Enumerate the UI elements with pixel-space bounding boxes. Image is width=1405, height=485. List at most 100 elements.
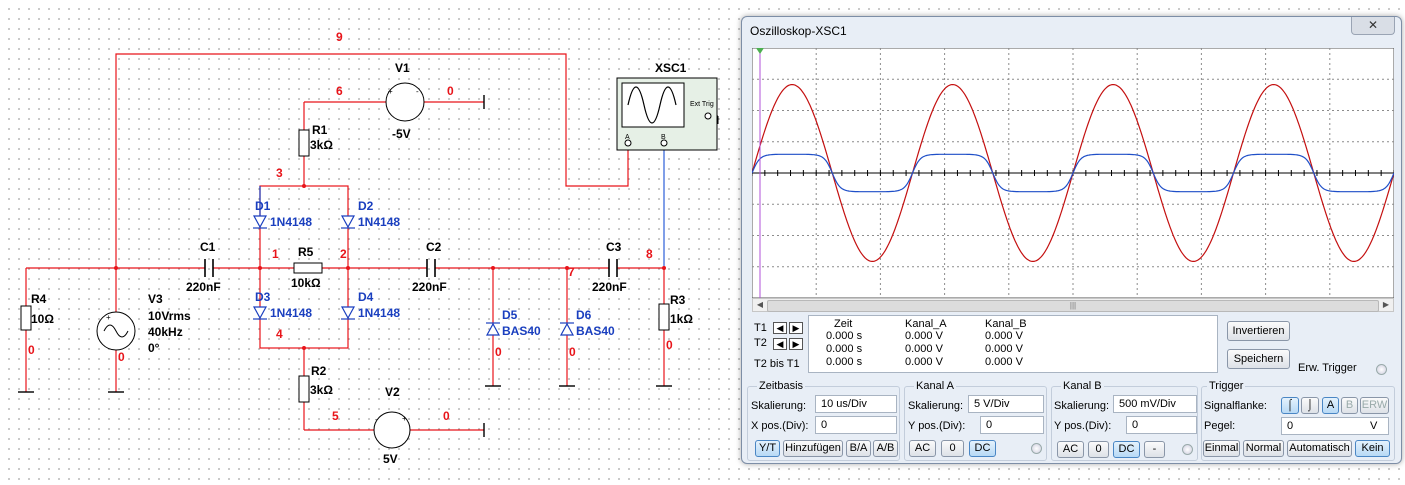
- trigger-level-unit: V: [1370, 420, 1378, 432]
- row3-kanal-a: 0.000 V: [905, 356, 943, 368]
- svg-text:A: A: [625, 134, 630, 141]
- xsc1-instrument-icon[interactable]: [616, 77, 718, 151]
- trigger-source-a-button[interactable]: A: [1322, 397, 1339, 414]
- r1-label: R1: [312, 123, 328, 137]
- scroll-thumb[interactable]: |||: [767, 300, 1379, 312]
- trigger-level-input[interactable]: 0: [1281, 417, 1389, 435]
- r2-label: R2: [311, 364, 327, 378]
- d3-label: D3: [255, 290, 271, 304]
- net-0-v3: 0: [118, 350, 125, 364]
- net-5: 5: [332, 409, 339, 423]
- channel-b-ypos-input[interactable]: 0: [1126, 416, 1197, 434]
- v2-label: V2: [385, 385, 400, 399]
- close-icon[interactable]: ✕: [1351, 17, 1395, 35]
- invert-button[interactable]: Invertieren: [1227, 321, 1290, 341]
- r2-value: 3kΩ: [310, 383, 333, 397]
- scroll-left-icon[interactable]: ◀: [756, 300, 764, 309]
- net-0-v2: 0: [443, 409, 450, 423]
- v1-label: V1: [395, 61, 410, 75]
- net-0-d5: 0: [495, 345, 502, 359]
- scope-grid: [752, 48, 1394, 298]
- channel-a-ac-button[interactable]: AC: [909, 440, 936, 457]
- timebase-scale-input[interactable]: 10 us/Div: [815, 395, 897, 413]
- xpos-input[interactable]: 0: [815, 416, 897, 434]
- falling-edge-icon[interactable]: ⌡: [1301, 397, 1319, 414]
- ext-trigger-radio[interactable]: [1376, 364, 1387, 375]
- svg-text:+: +: [402, 414, 407, 423]
- trigger-title: Trigger: [1207, 380, 1246, 392]
- channel-b-scale-label: Skalierung:: [1054, 400, 1110, 412]
- svg-text:+: +: [388, 87, 393, 96]
- v3-label: V3: [148, 292, 163, 306]
- cursor-readout-table: Zeit Kanal_A Kanal_B 0.000 s 0.000 V 0.0…: [808, 315, 1218, 373]
- d3-value: 1N4148: [270, 306, 312, 320]
- d2-label: D2: [358, 199, 374, 213]
- r1-value: 3kΩ: [310, 138, 333, 152]
- yt-button[interactable]: Y/T: [755, 440, 780, 457]
- rising-edge-icon[interactable]: ⌠: [1281, 397, 1299, 414]
- header-kanal-a: Kanal_A: [905, 318, 947, 330]
- channel-a-dc-button[interactable]: DC: [969, 440, 996, 457]
- channel-b-ac-button[interactable]: AC: [1057, 441, 1084, 458]
- scope-screen[interactable]: [752, 48, 1394, 298]
- scroll-right-icon[interactable]: ▶: [1382, 300, 1390, 309]
- net-7: 7: [568, 265, 575, 279]
- channel-b-zero-button[interactable]: 0: [1088, 441, 1109, 458]
- trigger-none-button[interactable]: Kein: [1355, 440, 1390, 457]
- row1-zeit: 0.000 s: [826, 330, 863, 342]
- c3-value: 220nF: [592, 280, 627, 294]
- r5-value: 10kΩ: [291, 276, 321, 290]
- oscilloscope-window[interactable]: Oszilloskop-XSC1 ✕ ◀ ||| ▶ T1 T2 T2 bis …: [741, 16, 1402, 464]
- t2-label: T2: [754, 337, 767, 349]
- channel-a-zero-button[interactable]: 0: [941, 440, 964, 457]
- r3-label: R3: [670, 293, 686, 307]
- r5-label: R5: [298, 245, 314, 259]
- net-0-r3: 0: [666, 338, 673, 352]
- trigger-auto-button[interactable]: Automatisch: [1287, 440, 1352, 457]
- trigger-normal-button[interactable]: Normal: [1243, 440, 1284, 457]
- horizontal-scrollbar[interactable]: ◀ ||| ▶: [752, 298, 1394, 312]
- header-kanal-b: Kanal_B: [985, 318, 1027, 330]
- t1-left-icon[interactable]: ◀: [773, 322, 787, 334]
- net-0-r4: 0: [28, 343, 35, 357]
- channel-a-title: Kanal A: [914, 380, 956, 392]
- channel-a-ypos-input[interactable]: 0: [980, 416, 1044, 434]
- channel-a-scale-label: Skalierung:: [908, 400, 964, 412]
- trigger-single-button[interactable]: Einmal: [1203, 440, 1240, 457]
- net-1: 1: [272, 247, 279, 261]
- row2-kanal-b: 0.000 V: [985, 343, 1023, 355]
- channel-b-minus-button[interactable]: -: [1144, 441, 1165, 458]
- channel-b-dc-button[interactable]: DC: [1113, 441, 1140, 458]
- channel-a-radio[interactable]: [1031, 443, 1042, 454]
- xpos-label: X pos.(Div):: [751, 420, 809, 432]
- trigger-source-b-button[interactable]: B: [1341, 397, 1358, 414]
- save-button[interactable]: Speichern: [1227, 349, 1290, 369]
- svg-text:+: +: [106, 313, 111, 322]
- add-button[interactable]: Hinzufügen: [783, 440, 843, 457]
- channel-a-scale-input[interactable]: 5 V/Div: [968, 395, 1044, 413]
- trigger-edge-label: Signalflanke:: [1204, 400, 1267, 412]
- v3-frequency: 40kHz: [148, 325, 183, 339]
- ab-button[interactable]: A/B: [873, 440, 898, 457]
- d6-label: D6: [576, 308, 592, 322]
- net-0-v1: 0: [447, 84, 454, 98]
- wires: [25, 53, 665, 431]
- cursor-handle-icon[interactable]: [756, 48, 764, 54]
- r3-value: 1kΩ: [670, 312, 693, 326]
- d1-value: 1N4148: [270, 215, 312, 229]
- t2-right-icon[interactable]: ▶: [789, 338, 803, 350]
- t2-left-icon[interactable]: ◀: [773, 338, 787, 350]
- trigger-level-label: Pegel:: [1204, 420, 1236, 432]
- d4-label: D4: [358, 290, 374, 304]
- trigger-source-ext-button[interactable]: ERW: [1360, 397, 1389, 414]
- t2-t1-label: T2 bis T1: [754, 358, 800, 370]
- d2-value: 1N4148: [358, 215, 400, 229]
- channel-b-scale-input[interactable]: 500 mV/Div: [1113, 395, 1197, 413]
- v1-value: -5V: [392, 127, 411, 141]
- d1-label: D1: [255, 199, 271, 213]
- t1-right-icon[interactable]: ▶: [789, 322, 803, 334]
- d5-label: D5: [502, 308, 518, 322]
- ba-button[interactable]: B/A: [846, 440, 871, 457]
- channel-b-radio[interactable]: [1182, 444, 1193, 455]
- trigger-group: [1201, 386, 1395, 461]
